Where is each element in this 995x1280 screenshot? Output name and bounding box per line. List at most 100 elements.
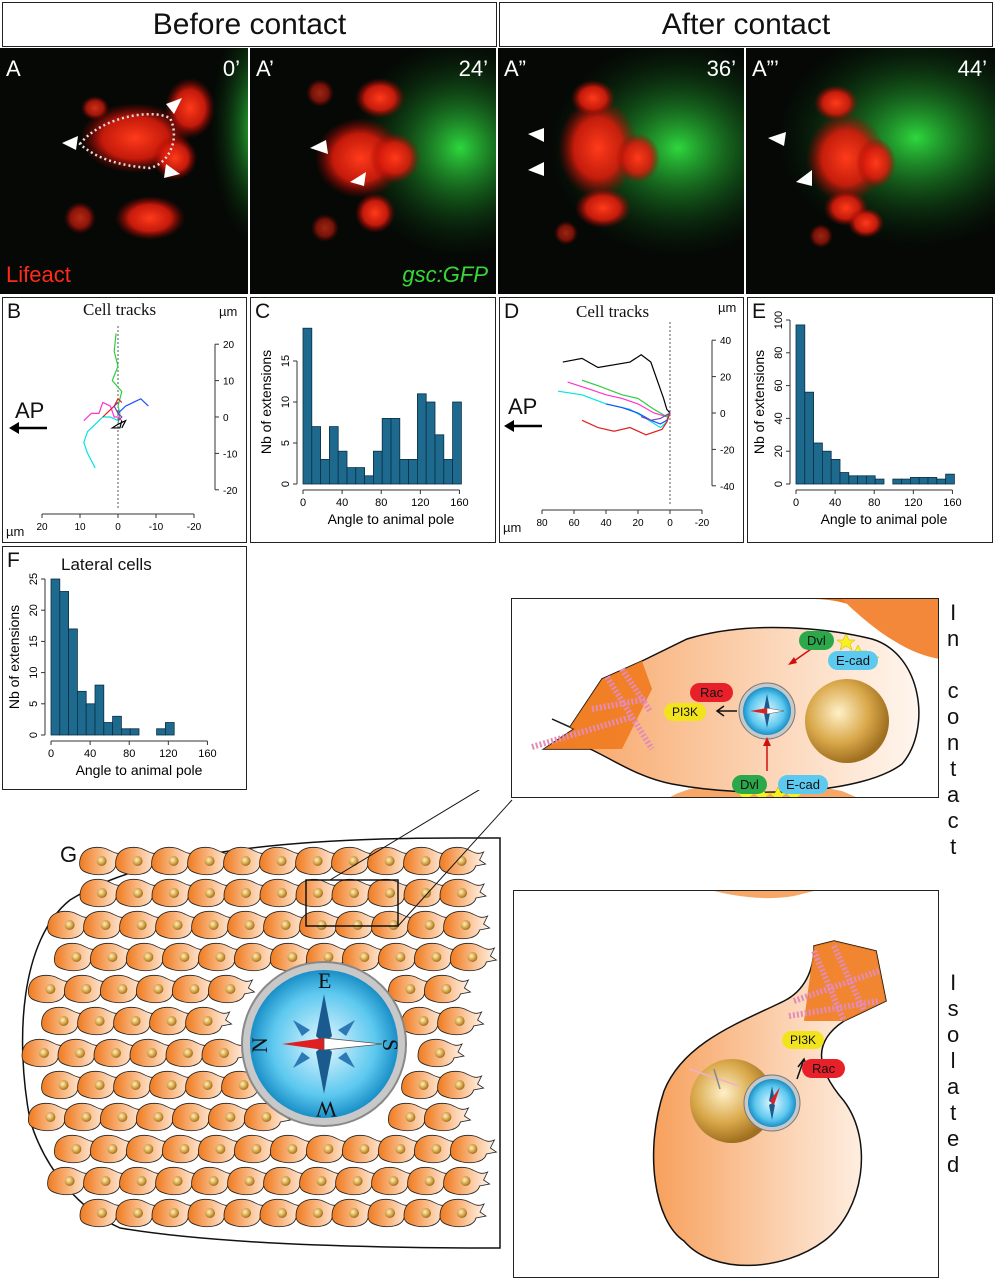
histogram-bar xyxy=(390,418,401,485)
large-compass-icon xyxy=(241,961,407,1127)
micro-image-a-prime xyxy=(306,48,496,258)
micro-label-a: A xyxy=(6,56,21,81)
cell-track xyxy=(640,412,671,421)
embryo-cell xyxy=(201,1039,250,1068)
micro-time-a-triple-prime: 44’ xyxy=(957,56,987,81)
vertical-letter: a xyxy=(947,1074,960,1099)
histogram-bar xyxy=(302,327,313,485)
embryo-cell xyxy=(423,1103,472,1132)
vertical-letter: o xyxy=(947,1022,960,1047)
x-axis-label: Angle to animal pole xyxy=(821,511,948,527)
histogram-bar xyxy=(399,458,410,485)
ecad-bottom-badge: E-cad xyxy=(778,775,828,794)
dvl-bottom-badge: Dvl xyxy=(732,775,767,794)
embryo-cell xyxy=(341,1135,390,1164)
micro-time-a: 0’ xyxy=(222,56,240,81)
vertical-letter: t xyxy=(950,756,957,781)
panel-g-letter: G xyxy=(60,842,78,867)
histogram-bar xyxy=(830,458,841,485)
y-tick-label: 0 xyxy=(720,409,726,420)
histogram-bar xyxy=(59,591,69,736)
header-after-text: After contact xyxy=(661,7,831,41)
isolated-cell-diagram xyxy=(652,891,887,1267)
histogram-bar xyxy=(346,467,357,485)
embryo-cell xyxy=(151,847,199,876)
embryo-cell xyxy=(119,911,167,940)
histogram-bar xyxy=(945,473,955,485)
histogram-bar xyxy=(68,628,78,736)
x-tick-label: -10 xyxy=(149,522,164,533)
cell-track xyxy=(562,354,671,414)
histogram-bar xyxy=(813,442,823,485)
vertical-letter: a xyxy=(947,782,960,807)
x-tick-label: 20 xyxy=(632,518,644,529)
histogram-bar xyxy=(892,478,903,485)
micro-image-a-double-prime xyxy=(528,48,744,258)
y-axis-label: Nb of extensions xyxy=(751,350,767,454)
y-tick-label: -40 xyxy=(720,482,735,493)
y-tick-label: 10 xyxy=(28,666,40,678)
histogram-bar xyxy=(874,478,885,485)
in-contact-cell-diagram xyxy=(531,599,938,797)
embryo-cell xyxy=(335,911,383,940)
vertical-letter: e xyxy=(947,1126,960,1151)
embryo-cell xyxy=(21,1039,70,1068)
embryo-cell xyxy=(227,1167,275,1196)
embryo-cell xyxy=(295,1199,344,1228)
embryo-cell xyxy=(371,1167,419,1196)
y-tick-label: 20 xyxy=(773,445,785,457)
embryo-cell xyxy=(403,847,451,876)
ecad-top-badge: E-cad xyxy=(828,651,878,670)
micro-label-a-prime: A’ xyxy=(256,56,274,81)
histogram-bar xyxy=(909,477,920,485)
embryo-cell xyxy=(449,1135,498,1164)
embryo-cell xyxy=(185,1007,233,1036)
histogram-bar xyxy=(839,472,850,485)
y-tick-label: 0 xyxy=(773,481,785,487)
dvl-top-badge: Dvl xyxy=(799,631,834,650)
micro-label-a-double-prime: A” xyxy=(504,56,526,81)
y-tick-label: -10 xyxy=(223,449,238,460)
vertical-letter: o xyxy=(947,704,960,729)
embryo-cell xyxy=(295,847,343,876)
embryo-cell xyxy=(28,1103,76,1132)
y-tick-label: 100 xyxy=(773,311,785,329)
cell-track xyxy=(83,416,119,469)
embryo-cell xyxy=(41,1071,89,1100)
vertical-letter: l xyxy=(950,1048,956,1073)
x-tick-label: 40 xyxy=(84,748,96,760)
panel-d-letter: D xyxy=(504,300,520,323)
histogram-bar xyxy=(94,684,105,736)
compass-e-label: E xyxy=(318,968,332,993)
histogram-bar xyxy=(416,393,427,485)
header-after-contact: After contact xyxy=(499,2,993,47)
vertical-letter: d xyxy=(947,1152,960,1177)
embryo-cell xyxy=(161,1135,210,1164)
x-tick-label: 20 xyxy=(36,522,48,533)
embryo-cell xyxy=(417,1039,466,1068)
rac-isolated-badge: Rac xyxy=(802,1059,846,1078)
micro-panel-a-triple-prime: A”’ 44’ xyxy=(746,48,995,294)
embryo-cell xyxy=(263,1167,311,1196)
embryo-cell xyxy=(155,911,203,940)
vertical-letter: I xyxy=(950,970,957,995)
histogram-bar xyxy=(848,475,859,485)
embryo-cell xyxy=(443,911,491,940)
histogram-bar xyxy=(112,715,122,736)
histogram-bar xyxy=(425,401,436,485)
panel-c-letter: C xyxy=(255,300,271,323)
y-axis-label: Nb of extensions xyxy=(6,605,22,709)
embryo-cell xyxy=(269,1135,318,1164)
embryo-cell xyxy=(223,1199,272,1228)
embryo-cell xyxy=(377,943,426,972)
pi3k-isolated-badge: PI3K xyxy=(782,1031,825,1049)
histogram-bar xyxy=(50,578,61,736)
y-tick-label: 20 xyxy=(28,604,40,616)
embryo-cell xyxy=(77,1007,125,1036)
y-tick-label: 5 xyxy=(280,440,292,446)
histogram-bar xyxy=(85,703,96,736)
embryo-cell xyxy=(171,975,220,1004)
